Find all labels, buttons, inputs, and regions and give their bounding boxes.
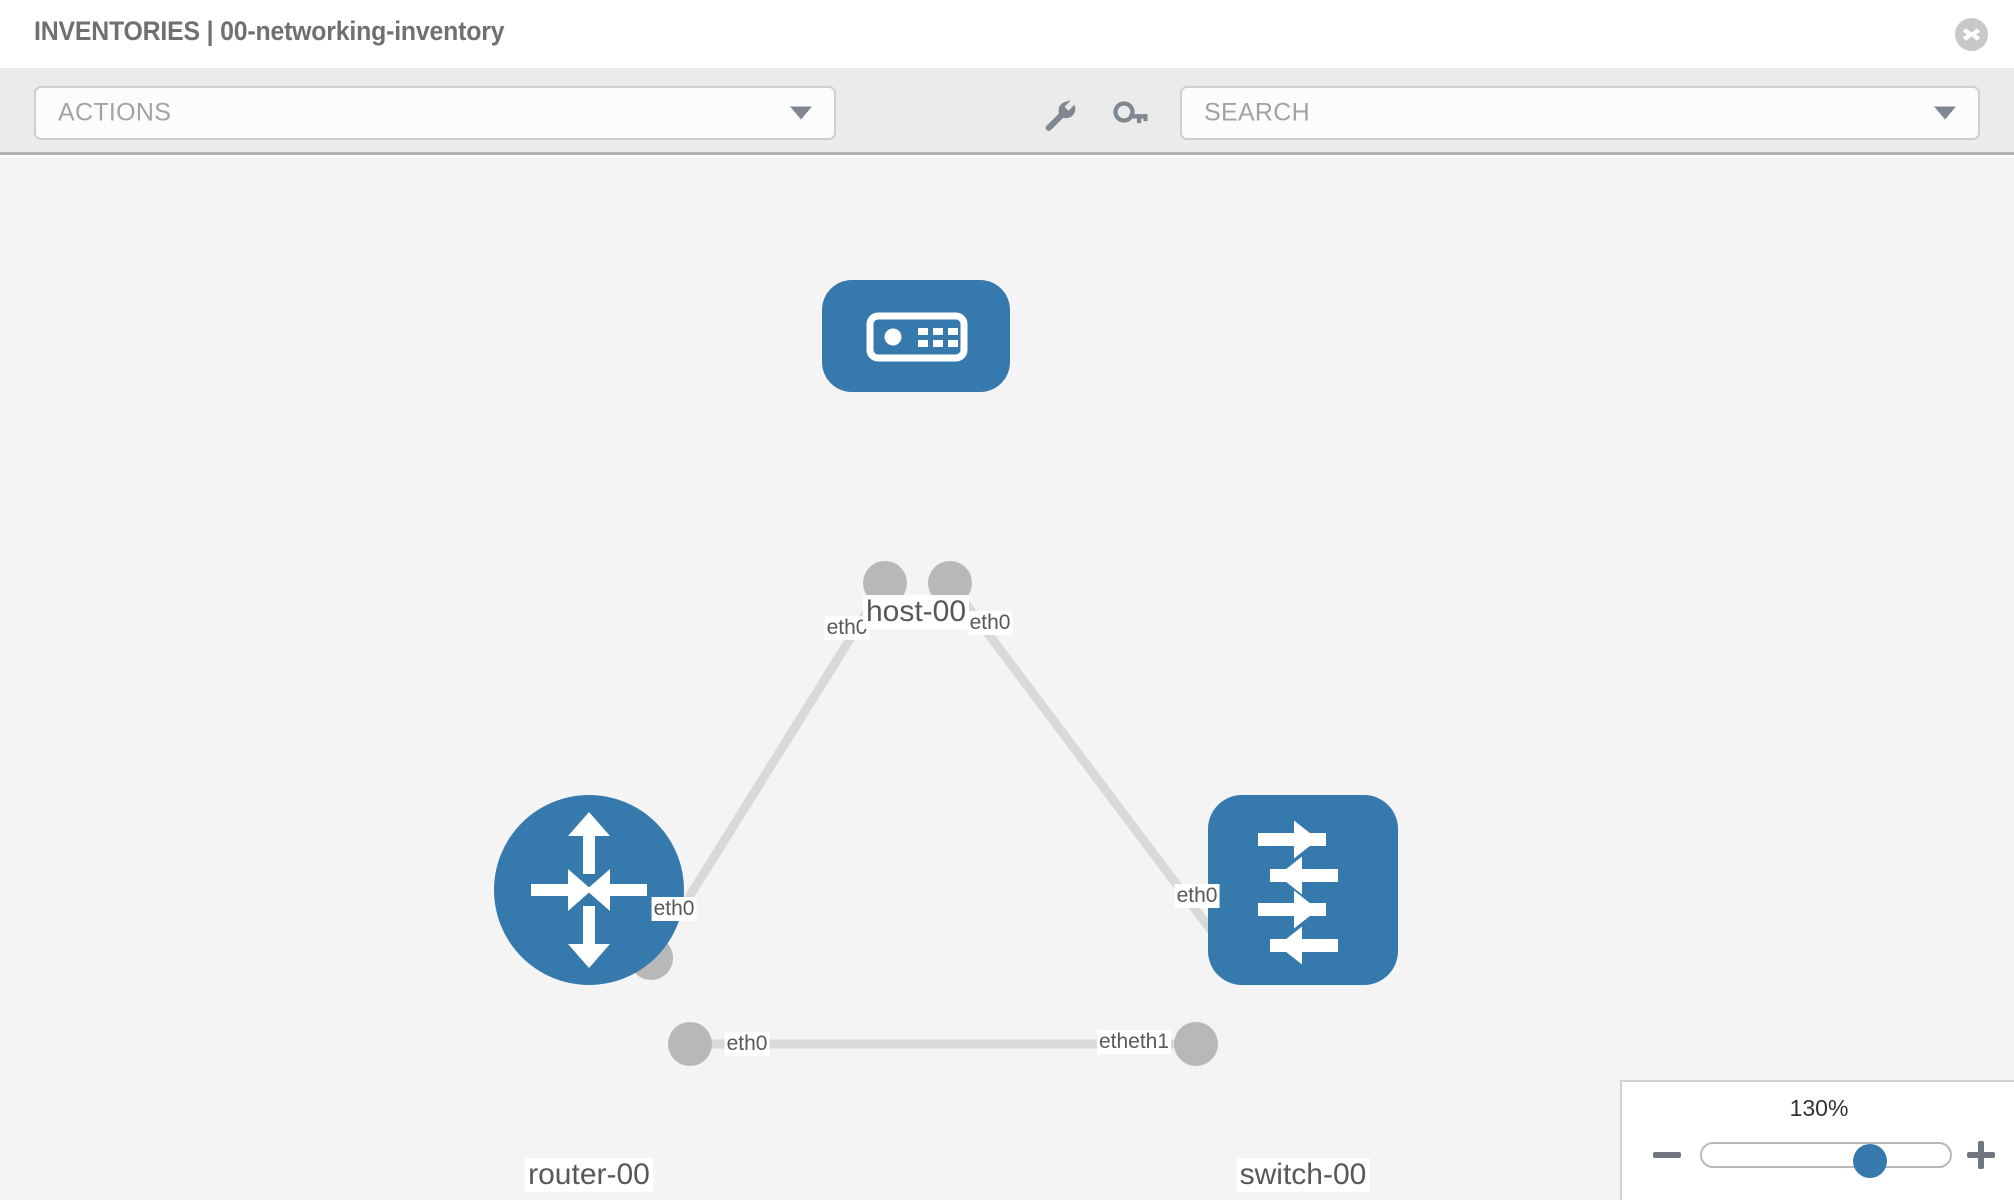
toolbar: ACTIONS SEARCH: [0, 68, 2014, 155]
chevron-down-icon: [790, 106, 812, 120]
topology-canvas[interactable]: eth0 eth0 eth0 eth0 eth0 etheth1 host-00…: [0, 158, 2014, 1200]
search-input[interactable]: SEARCH: [1180, 86, 1980, 140]
zoom-percent-label: 130%: [1789, 1095, 1849, 1121]
switch-up-iface-label: eth0: [1174, 884, 1220, 908]
switch-name-label: switch-00: [1236, 1158, 1370, 1192]
zoom-slider-track[interactable]: [1700, 1142, 1952, 1178]
connectors-layer: [629, 561, 1254, 1066]
node-switch-00: [1208, 795, 1398, 985]
connector-host-left: [863, 561, 907, 605]
minus-icon[interactable]: [1650, 1138, 1684, 1172]
node-router-00: [494, 795, 684, 985]
zoom-slider-row: [1622, 1134, 2014, 1180]
page-title: INVENTORIES | 00-networking-inventory: [34, 16, 505, 46]
actions-dropdown[interactable]: ACTIONS: [34, 86, 836, 140]
router-arrows-icon: [531, 812, 647, 968]
link-host-router: [647, 580, 889, 961]
topology-graph: [494, 280, 1398, 1066]
connector-switch-left: [1174, 1022, 1218, 1066]
switch-left-iface-label: etheth1: [1096, 1030, 1172, 1054]
wrench-icon[interactable]: [1040, 96, 1080, 136]
zoom-control: 130%: [1620, 1080, 2014, 1200]
host-name-label: host-00: [862, 595, 970, 629]
close-icon[interactable]: [1955, 18, 1988, 51]
connector-host-right: [928, 561, 972, 605]
switch-arrows-icon: [1258, 820, 1338, 965]
router-right-iface-label: eth0: [724, 1032, 770, 1056]
server-icon: [866, 312, 968, 362]
host-left-iface-label: eth0: [824, 616, 870, 640]
actions-dropdown-label: ACTIONS: [58, 98, 172, 127]
plus-icon[interactable]: [1964, 1138, 1998, 1172]
search-placeholder: SEARCH: [1204, 98, 1310, 127]
title-bar: INVENTORIES | 00-networking-inventory: [0, 0, 2014, 68]
node-host-00: [822, 280, 1010, 392]
key-icon[interactable]: [1110, 96, 1150, 136]
host-right-iface-label: eth0: [967, 611, 1013, 635]
router-name-label: router-00: [525, 1158, 653, 1192]
router-up-iface-label: eth0: [651, 897, 697, 921]
connector-router-right: [668, 1022, 712, 1066]
links-layer: [647, 580, 1236, 1049]
zoom-slider-thumb[interactable]: [1853, 1144, 1887, 1178]
chevron-down-icon: [1934, 106, 1956, 120]
